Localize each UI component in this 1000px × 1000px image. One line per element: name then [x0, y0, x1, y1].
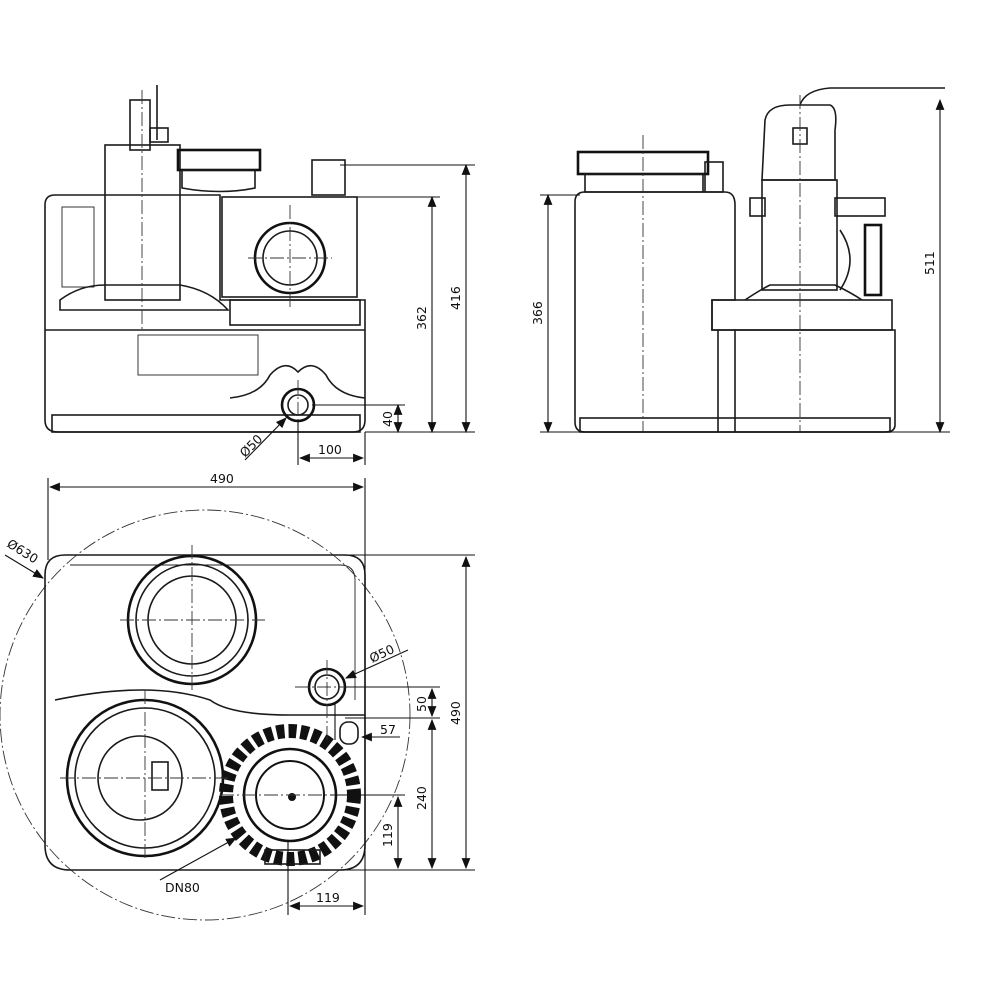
dim-119-horizontal: 119 [316, 890, 340, 905]
dim-57: 57 [380, 722, 396, 737]
dim-416: 416 [448, 286, 463, 310]
dim-inlet-diameter: Ø50 [237, 431, 266, 460]
dim-100: 100 [318, 442, 342, 457]
dim-511: 511 [922, 251, 937, 275]
dim-40: 40 [380, 411, 395, 427]
front-view: 416 362 40 100 Ø50 [44, 85, 475, 465]
dim-depth-490: 490 [448, 701, 463, 725]
dim-366: 366 [530, 301, 545, 325]
pump-motor [761, 104, 837, 181]
dn80-label: DN80 [165, 880, 200, 895]
dim-362: 362 [414, 306, 429, 330]
dim-width-490: 490 [210, 471, 234, 486]
dim-630: Ø630 [4, 536, 41, 567]
top-view: 490 Ø630 Ø50 50 57 490 240 119 119 DN80 [0, 471, 475, 921]
motor-column [104, 144, 181, 301]
control-box [61, 206, 95, 288]
dim-50: 50 [414, 696, 429, 712]
dim-119-vertical: 119 [380, 823, 395, 847]
swing-circle [0, 509, 411, 921]
side-view: 366 511 [530, 87, 950, 434]
dim-240: 240 [414, 786, 429, 810]
